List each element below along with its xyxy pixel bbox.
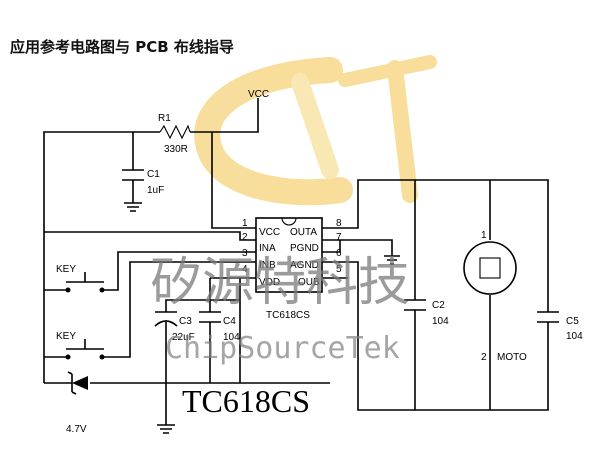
c3-value: 22uF	[172, 332, 195, 343]
c2-value: 104	[432, 316, 449, 327]
r1-value: 330R	[164, 144, 188, 155]
motor-pin-2: 2	[481, 352, 487, 363]
ic-pin-name-vcc: VCC	[259, 227, 280, 238]
ic-pin-name-pgnd: PGND	[290, 243, 319, 254]
r1-ref: R1	[158, 113, 171, 124]
ic-pin-name-outa: OUTA	[290, 227, 317, 238]
motor: 1 2 MOTO	[463, 230, 527, 363]
ic-pin-num-8: 8	[336, 218, 342, 229]
ic-name: TC618CS	[266, 310, 310, 321]
ic-pin-name-agnd: AGND	[290, 260, 319, 271]
ic-pin-name-ina: INA	[259, 243, 276, 254]
capacitor-c4: C4 104	[199, 311, 240, 343]
capacitor-c3: C3 22uF	[154, 311, 195, 343]
ic-pin-num-5: 5	[336, 264, 342, 275]
capacitor-c1: C1 1uF	[122, 169, 164, 196]
capacitor-c5: C5 104	[537, 311, 583, 342]
watermark-chinese: 矽源特科技	[150, 253, 410, 313]
key2-label: KEY	[56, 331, 76, 342]
resistor-r1: R1 330R	[158, 113, 191, 155]
ic-pin-num-7: 7	[336, 232, 342, 243]
key1-label: KEY	[56, 264, 76, 275]
page-title: 应用参考电路图与 PCB 布线指导	[10, 38, 234, 56]
c3-ref: C3	[179, 316, 192, 327]
c5-ref: C5	[566, 316, 579, 327]
c2-ref: C2	[432, 300, 445, 311]
watermark-english: ChipSourceTek	[165, 331, 400, 366]
motor-label: MOTO	[497, 352, 527, 363]
zener-value: 4.7V	[66, 424, 87, 435]
key-switch-2: KEY	[56, 331, 105, 360]
c4-value: 104	[223, 332, 240, 343]
wires	[43, 98, 549, 434]
zener-diode: 4.7V	[66, 371, 88, 435]
ic-pin-name-inb: INB	[259, 260, 276, 271]
chipsourcetek-logo	[194, 55, 437, 206]
ic-pin-num-3: 3	[242, 248, 248, 259]
ic-pin-name-vdd: VDD	[259, 277, 280, 288]
c1-value: 1uF	[147, 185, 164, 196]
ic-pin-num-1: 1	[242, 218, 248, 229]
ic-pin-name-oub: OUB	[298, 277, 320, 288]
c1-ref: C1	[147, 169, 160, 180]
vcc-label: VCC	[248, 89, 269, 100]
key-switch-1: KEY	[56, 264, 105, 293]
c4-ref: C4	[223, 316, 236, 327]
part-number: TC618CS	[182, 383, 310, 419]
c5-value: 104	[566, 331, 583, 342]
ic-pin-num-2: 2	[242, 232, 248, 243]
ic-tc618cs: 1 2 3 4 VCC INA INB VDD OUTA PGND AGND O…	[242, 217, 342, 321]
capacitor-c2: C2 104	[404, 299, 449, 327]
motor-pin-1: 1	[481, 230, 487, 241]
ic-pin-num-6: 6	[336, 248, 342, 259]
ic-pin-num-4: 4	[242, 264, 248, 275]
